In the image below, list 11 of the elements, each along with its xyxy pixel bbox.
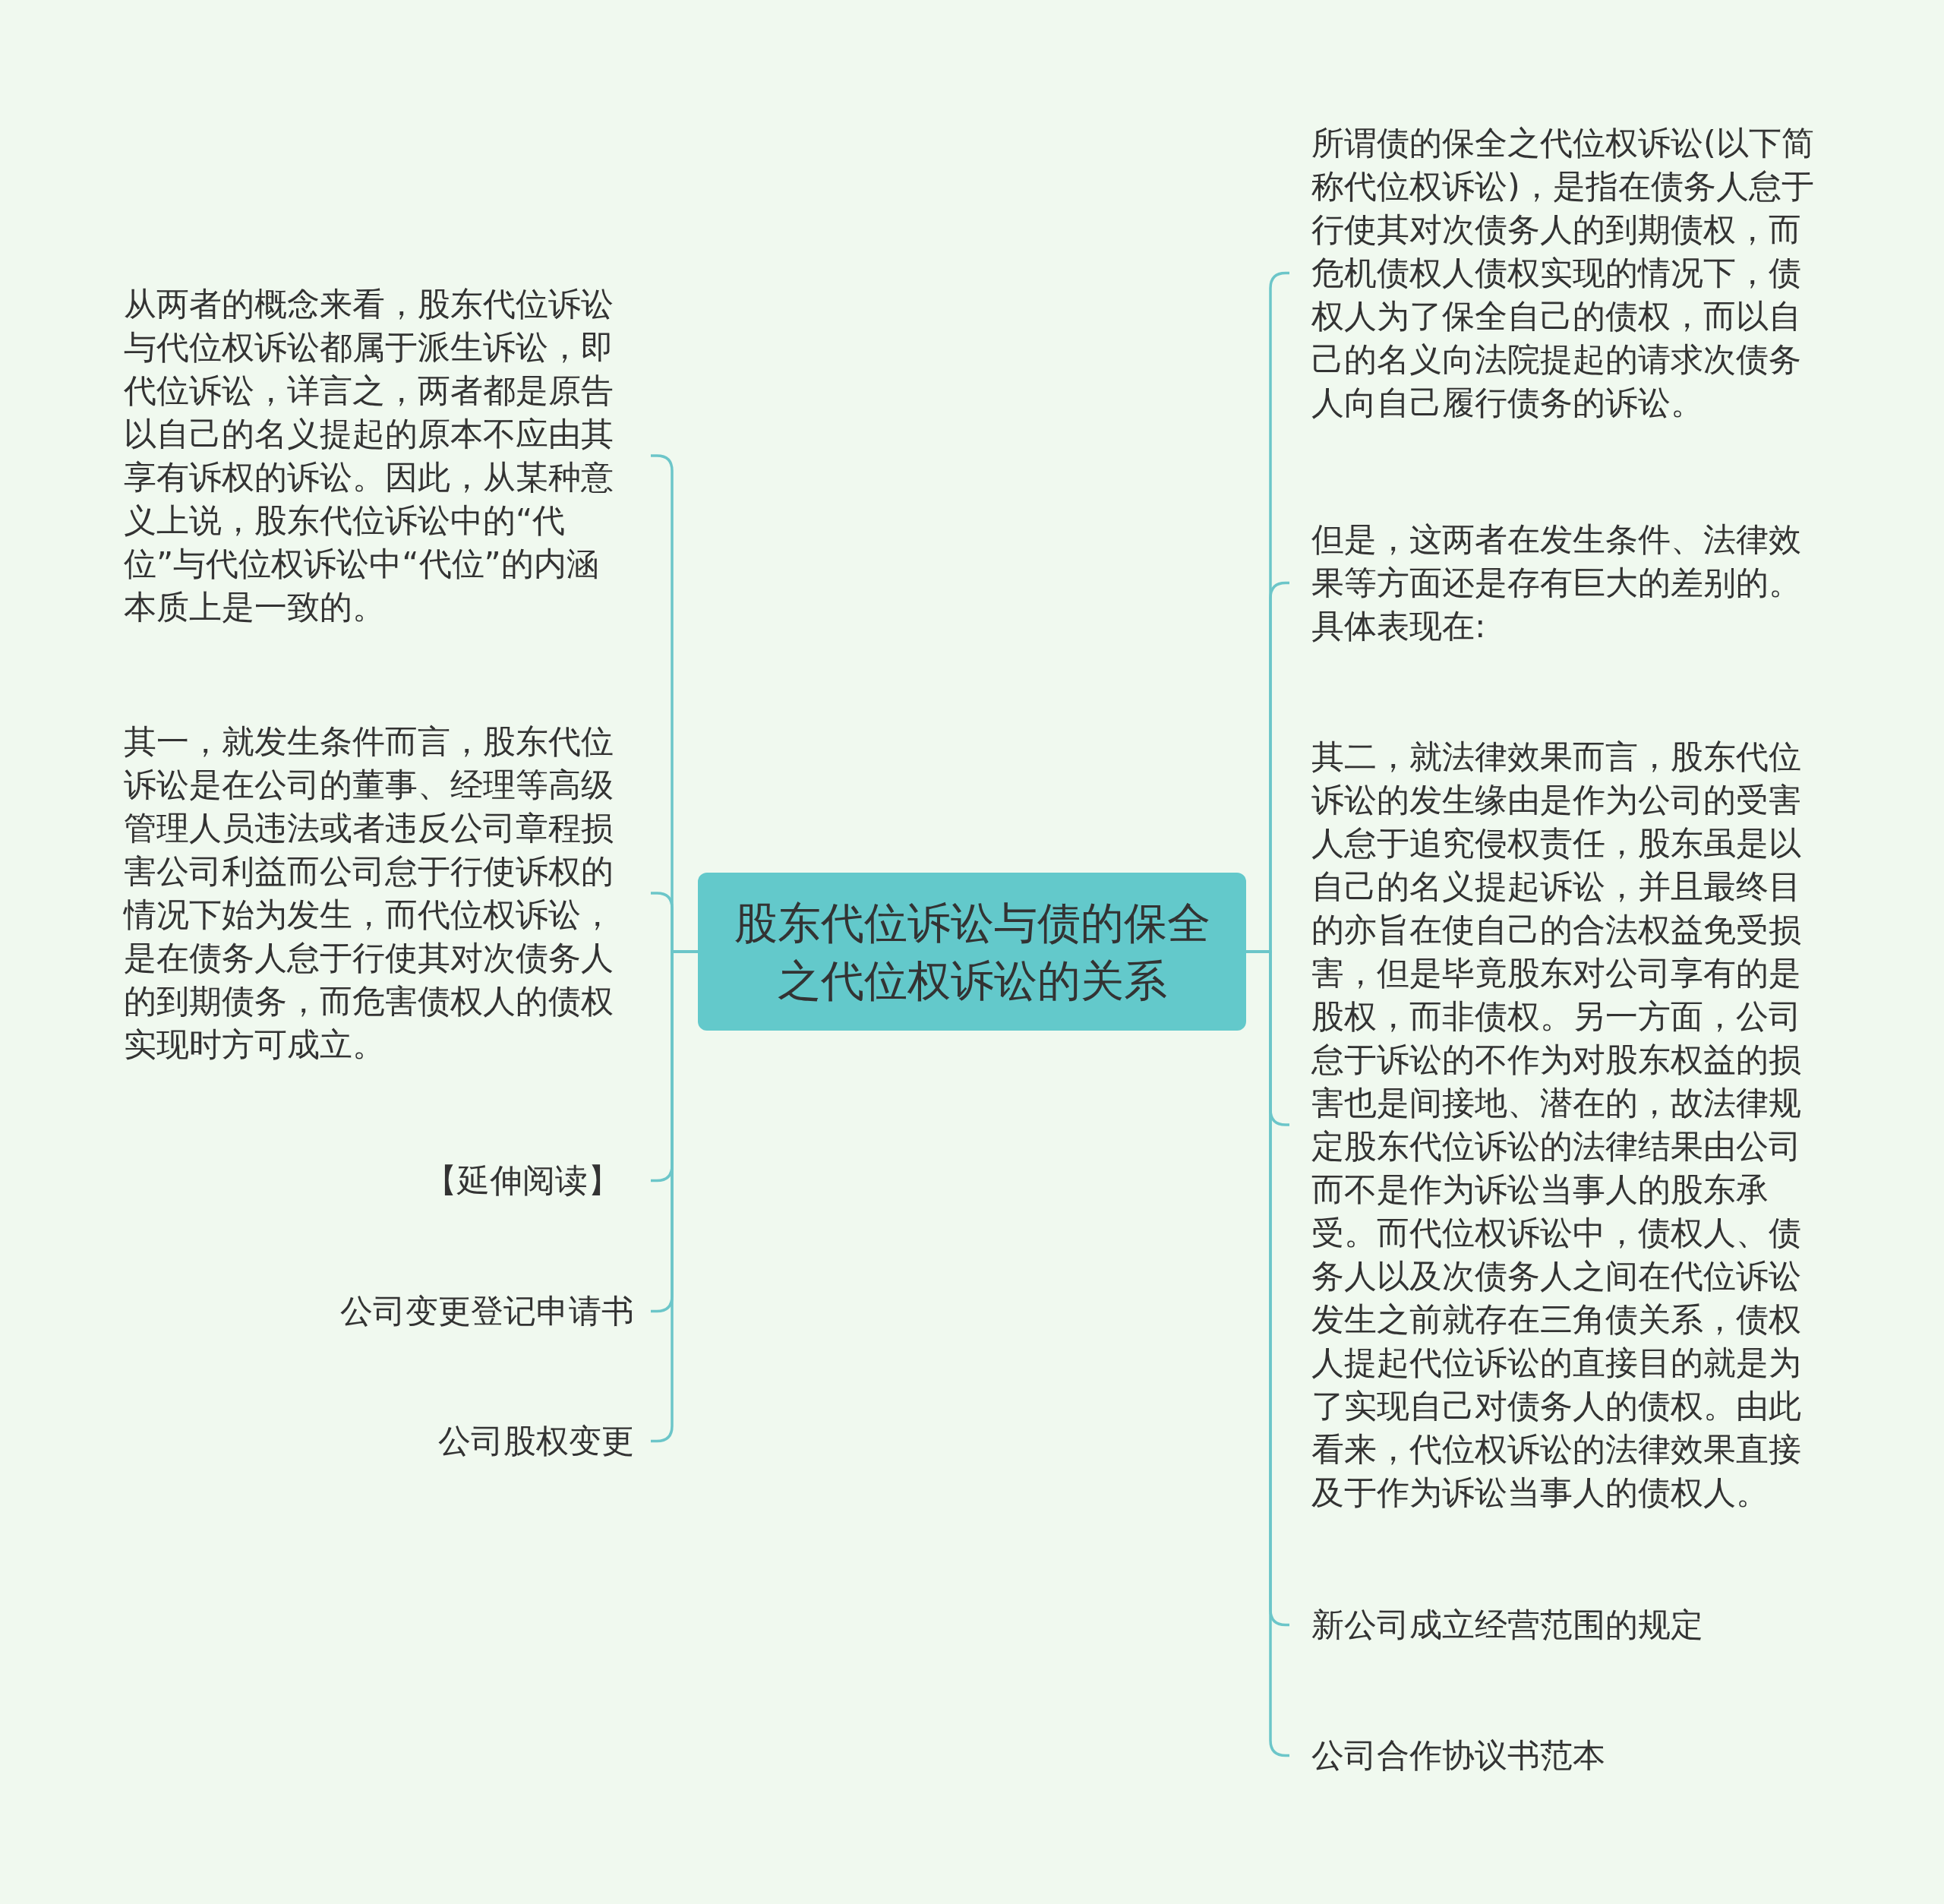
- branch-text: 公司股权变更: [124, 1419, 651, 1463]
- branch-text: 从两者的概念来看，股东代位诉讼与代位权诉讼都属于派生诉讼，即代位诉讼，详言之，两者都是原告以自己的名义提起的原本不应由其享有诉权的诉讼。因此，从某种意义上说，股东代位诉讼中的“代位”与代位权诉讼中“代位”的内涵本质上是一致的。: [124, 283, 651, 629]
- branch-text: 其一，就发生条件而言，股东代位诉讼是在公司的董事、经理等高级管理人员违法或者违反公司章程损害公司利益而公司怠于行使诉权的情况下始为发生，而代位权诉讼，是在债务人怠于行使其对次债务人的到期债务，而危害债权人的债权实现时方可成立。: [124, 720, 651, 1066]
- branch-text: 但是，这两者在发生条件、法律效果等方面还是存有巨大的差别的。具体表现在:: [1289, 518, 1821, 648]
- branch-text: 【延伸阅读】: [124, 1159, 651, 1202]
- branch-text: 公司变更登记申请书: [124, 1290, 651, 1333]
- branch-text: 所谓债的保全之代位权诉讼(以下简称代位权诉讼)，是指在债务人怠于行使其对次债务人的到期债权，而危机债权人债权实现的情况下，债权人为了保全自己的债权，而以自己的名义向法院提起的请求次债务人向自己履行债务的诉讼。: [1289, 122, 1821, 425]
- topic-box: 股东代位诉讼与债的保全之代位权诉讼的关系: [698, 873, 1246, 1031]
- branch-text: 公司合作协议书范本: [1289, 1734, 1821, 1777]
- branch-text: 其二，就法律效果而言，股东代位诉讼的发生缘由是作为公司的受害人怠于追究侵权责任，股东虽是以自己的名义提起诉讼，并且最终目的亦旨在使自己的合法权益免受损害，但是毕竟股东对公司享有的是股权，而非债权。另一方面，公司怠于诉讼的不作为对股东权益的损害也是间接地、潜在的，故法律规定股东代位诉讼的法律结果由公司而不是作为诉讼当事人的股东承受。而代位权诉讼中，债权人、债务人以及次债务人之间在代位诉讼发生之前就存在三角债关系，债权人提起代位诉讼的直接目的就是为了实现自己对债务人的债权。由此看来，代位权诉讼的法律效果直接及于作为诉讼当事人的债权人。: [1289, 735, 1821, 1514]
- branch-text: 新公司成立经营范围的规定: [1289, 1603, 1821, 1647]
